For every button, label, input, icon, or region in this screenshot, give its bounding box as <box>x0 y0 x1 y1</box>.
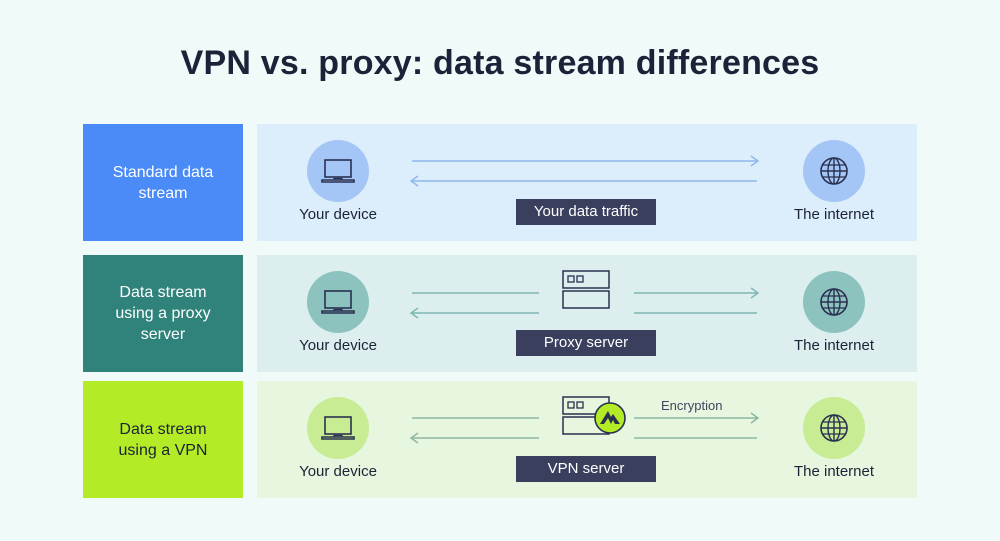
data-traffic-tag: Your data traffic <box>516 199 656 225</box>
traffic-arrows <box>409 155 760 187</box>
server-icon <box>562 270 610 309</box>
globe-icon <box>820 157 848 185</box>
panel-vpn: Your device Encryption VPN server <box>257 381 917 498</box>
row-vpn: Data stream using a VPN Your device Encr… <box>83 381 917 498</box>
device-caption: Your device <box>299 206 377 223</box>
row-label-vpn: Data stream using a VPN <box>83 381 243 498</box>
row-proxy: Data stream using a proxy server Your de… <box>83 255 917 372</box>
traffic-arrows <box>409 412 760 444</box>
globe-icon <box>820 288 848 316</box>
internet-caption: The internet <box>793 337 875 354</box>
row-label-text: Data stream using a VPN <box>118 420 208 459</box>
encryption-label: Encryption <box>661 398 723 413</box>
row-label-proxy: Data stream using a proxy server <box>83 255 243 372</box>
row-standard: Standard data stream Your device Your da… <box>83 124 917 241</box>
panel-proxy: Your device Proxy server The <box>257 255 917 372</box>
internet-circle <box>803 140 865 202</box>
internet-caption: The internet <box>793 463 875 480</box>
laptop-icon <box>321 416 355 440</box>
nordvpn-mountain-icon <box>594 402 626 434</box>
device-circle <box>307 397 369 459</box>
diagram-title: VPN vs. proxy: data stream differences <box>180 44 820 82</box>
proxy-server-tag: Proxy server <box>516 330 656 356</box>
row-label-text: Data stream using a proxy server <box>115 284 211 343</box>
traffic-arrows <box>409 287 760 319</box>
globe-icon <box>820 414 848 442</box>
internet-circle <box>803 271 865 333</box>
device-caption: Your device <box>299 337 377 354</box>
internet-circle <box>803 397 865 459</box>
laptop-icon <box>321 159 355 183</box>
vpn-server-tag: VPN server <box>516 456 656 482</box>
device-circle <box>307 140 369 202</box>
panel-standard: Your device Your data traffic The intern… <box>257 124 917 241</box>
laptop-icon <box>321 290 355 314</box>
row-label-text: Standard data stream <box>112 163 214 202</box>
device-circle <box>307 271 369 333</box>
row-label-standard: Standard data stream <box>83 124 243 241</box>
device-caption: Your device <box>299 463 377 480</box>
internet-caption: The internet <box>793 206 875 223</box>
